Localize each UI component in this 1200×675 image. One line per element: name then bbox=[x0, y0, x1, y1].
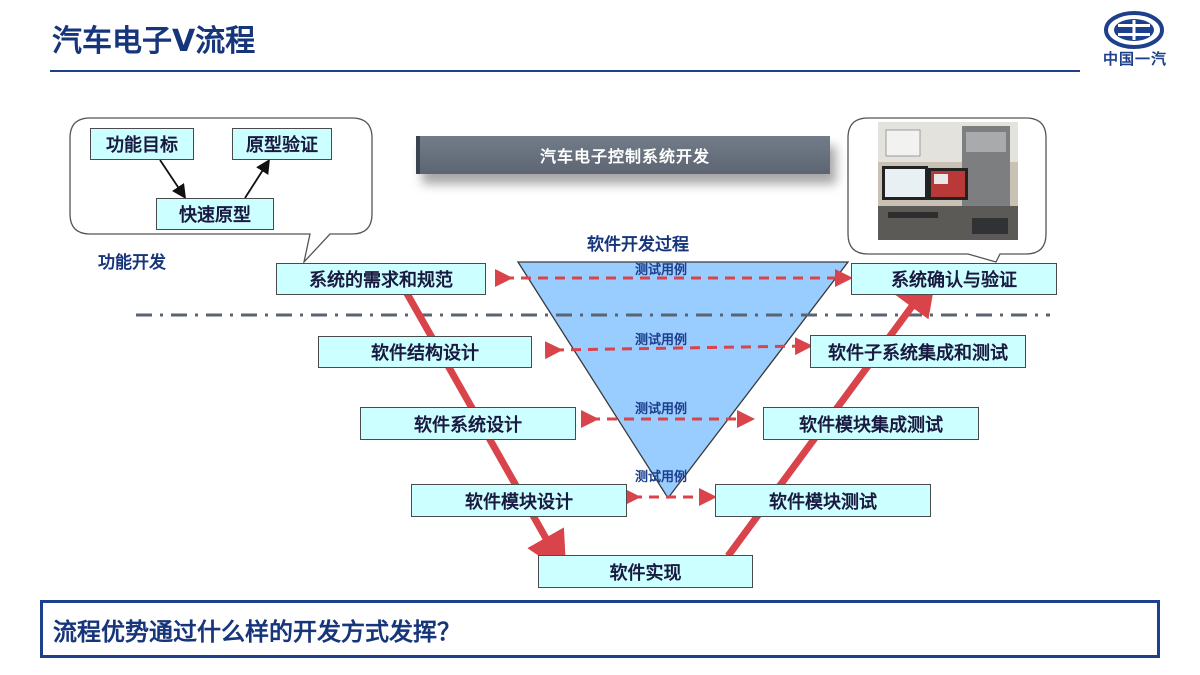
functional-dev-caption: 功能开发 bbox=[98, 253, 166, 273]
software-system-design-label: 软件系统设计 bbox=[414, 414, 522, 436]
software-implementation-label: 软件实现 bbox=[609, 562, 682, 584]
control-system-banner: 汽车电子控制系统开发 bbox=[416, 136, 830, 174]
test-case-label-1: 测试用例 bbox=[634, 263, 687, 278]
software-system-design-box: 软件系统设计 bbox=[360, 407, 576, 440]
rapid-prototype-box: 快速原型 bbox=[156, 198, 274, 230]
module-test-box: 软件模块测试 bbox=[715, 484, 931, 517]
logo-text: 中国一汽 bbox=[1102, 50, 1167, 68]
software-architecture-label: 软件结构设计 bbox=[371, 343, 479, 364]
software-process-triangle bbox=[516, 261, 850, 500]
system-validation-label: 系统确认与验证 bbox=[891, 270, 1017, 291]
rapid-prototype-label: 快速原型 bbox=[179, 205, 251, 226]
system-requirements-box: 系统的需求和规范 bbox=[276, 263, 486, 295]
module-integration-test-box: 软件模块集成测试 bbox=[763, 407, 979, 440]
system-validation-box: 系统确认与验证 bbox=[851, 263, 1057, 295]
test-case-label-4: 测试用例 bbox=[634, 470, 687, 485]
prototype-to-verify-arrow bbox=[244, 158, 270, 199]
goal-label: 功能目标 bbox=[106, 135, 178, 156]
goal-to-prototype-arrow bbox=[159, 159, 186, 199]
test-bench-photo bbox=[878, 122, 1018, 240]
question-text: 流程优势通过什么样的开发方式发挥？ bbox=[53, 617, 461, 646]
software-architecture-box: 软件结构设计 bbox=[318, 336, 532, 368]
subsystem-integration-label: 软件子系统集成和测试 bbox=[828, 342, 1008, 364]
goal-box: 功能目标 bbox=[90, 128, 194, 160]
faw-logo bbox=[1104, 11, 1164, 49]
prototype-verify-label: 原型验证 bbox=[246, 135, 318, 156]
prototype-verify-box: 原型验证 bbox=[232, 128, 332, 160]
module-integration-test-label: 软件模块集成测试 bbox=[799, 414, 943, 436]
test-case-label-3: 测试用例 bbox=[634, 402, 687, 417]
question-box: 流程优势通过什么样的开发方式发挥？ bbox=[40, 600, 1160, 658]
title-divider bbox=[50, 70, 1080, 72]
subsystem-integration-box: 软件子系统集成和测试 bbox=[810, 335, 1026, 368]
test-case-arrow-2 bbox=[544, 337, 813, 360]
module-test-label: 软件模块测试 bbox=[769, 491, 877, 513]
system-requirements-label: 系统的需求和规范 bbox=[309, 270, 453, 291]
software-module-design-label: 软件模块设计 bbox=[465, 491, 573, 513]
test-case-label-2: 测试用例 bbox=[634, 333, 687, 348]
page-title: 汽车电子V流程 bbox=[52, 24, 256, 59]
software-implementation-box: 软件实现 bbox=[538, 555, 753, 588]
process-label: 软件开发过程 bbox=[587, 235, 689, 255]
software-module-design-box: 软件模块设计 bbox=[411, 484, 627, 517]
